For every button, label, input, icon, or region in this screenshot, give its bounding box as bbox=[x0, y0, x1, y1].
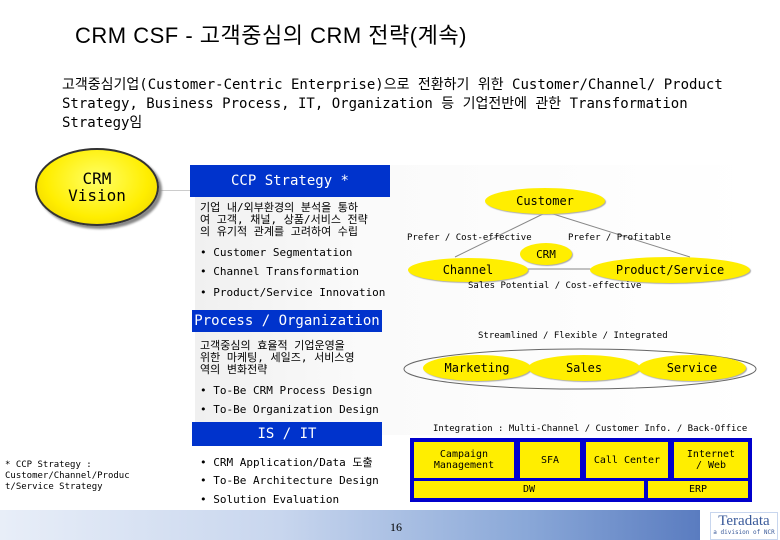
is-bullet-3: • Solution Evaluation bbox=[200, 493, 340, 506]
ccp-description: 기업 내/외부환경의 분석을 통하 여 고객, 채널, 상품/서비스 전략 의 … bbox=[200, 201, 368, 238]
sales-ellipse: Sales bbox=[528, 355, 640, 381]
process-description: 고객중심의 효율적 기업운영을 위한 마케팅, 세일즈, 서비스영 역의 변화전… bbox=[200, 339, 355, 376]
ccp-bullet-3: • Product/Service Innovation bbox=[200, 286, 386, 299]
crm-vision-ellipse: CRM Vision bbox=[35, 148, 159, 226]
page-title: CRM CSF - 고객중심의 CRM 전략(계속) bbox=[75, 23, 467, 48]
teradata-logo: Teradata a division of NCR bbox=[710, 512, 778, 540]
is-bullet-1: • CRM Application/Data 도출 bbox=[200, 456, 373, 469]
process-bullet-1: • To-Be CRM Process Design bbox=[200, 384, 373, 397]
channel-ellipse: Channel bbox=[408, 258, 528, 282]
erp-box: ERP bbox=[648, 481, 748, 498]
ccp-bullet-1: • Customer Segmentation bbox=[200, 246, 353, 259]
intro-text: 고객중심기업(Customer-Centric Enterprise)으로 전환… bbox=[62, 77, 723, 131]
product-service-ellipse: Product/Service bbox=[590, 257, 750, 283]
prefer-cost-label: Prefer / Cost-effective bbox=[407, 233, 532, 243]
marketing-ellipse: Marketing bbox=[423, 355, 531, 381]
streamlined-label: Streamlined / Flexible / Integrated bbox=[478, 331, 668, 341]
sfa-box: SFA bbox=[520, 442, 580, 478]
dw-box: DW bbox=[414, 481, 644, 498]
internet-web-box: Internet / Web bbox=[674, 442, 748, 478]
ccp-bullet-2: • Channel Transformation bbox=[200, 265, 359, 278]
is-bullet-2: • To-Be Architecture Design bbox=[200, 474, 379, 487]
process-bullet-2: • To-Be Organization Design bbox=[200, 403, 379, 416]
service-ellipse: Service bbox=[638, 355, 746, 381]
page-number: 16 bbox=[390, 520, 402, 534]
process-ellipse-outline bbox=[403, 348, 757, 390]
prefer-profitable-label: Prefer / Profitable bbox=[568, 233, 671, 243]
is-it-header: IS / IT bbox=[192, 422, 382, 446]
footnote: * CCP Strategy : Customer/Channel/Produc… bbox=[5, 460, 130, 492]
process-organization-header: Process / Organization bbox=[192, 310, 382, 332]
customer-ellipse: Customer bbox=[485, 188, 605, 214]
call-center-box: Call Center bbox=[586, 442, 668, 478]
logo-name: Teradata bbox=[718, 513, 770, 529]
vision-connector bbox=[148, 190, 198, 191]
content-background bbox=[195, 165, 755, 435]
ccp-strategy-header: CCP Strategy * bbox=[190, 165, 390, 197]
campaign-management-box: Campaign Management bbox=[414, 442, 514, 478]
footer-bar bbox=[0, 510, 700, 540]
sales-potential-label: Sales Potential / Cost-effective bbox=[468, 281, 642, 291]
integration-label: Integration : Multi-Channel / Customer I… bbox=[433, 424, 748, 434]
logo-tagline: a division of NCR bbox=[713, 529, 775, 536]
crm-ellipse: CRM bbox=[520, 243, 572, 265]
